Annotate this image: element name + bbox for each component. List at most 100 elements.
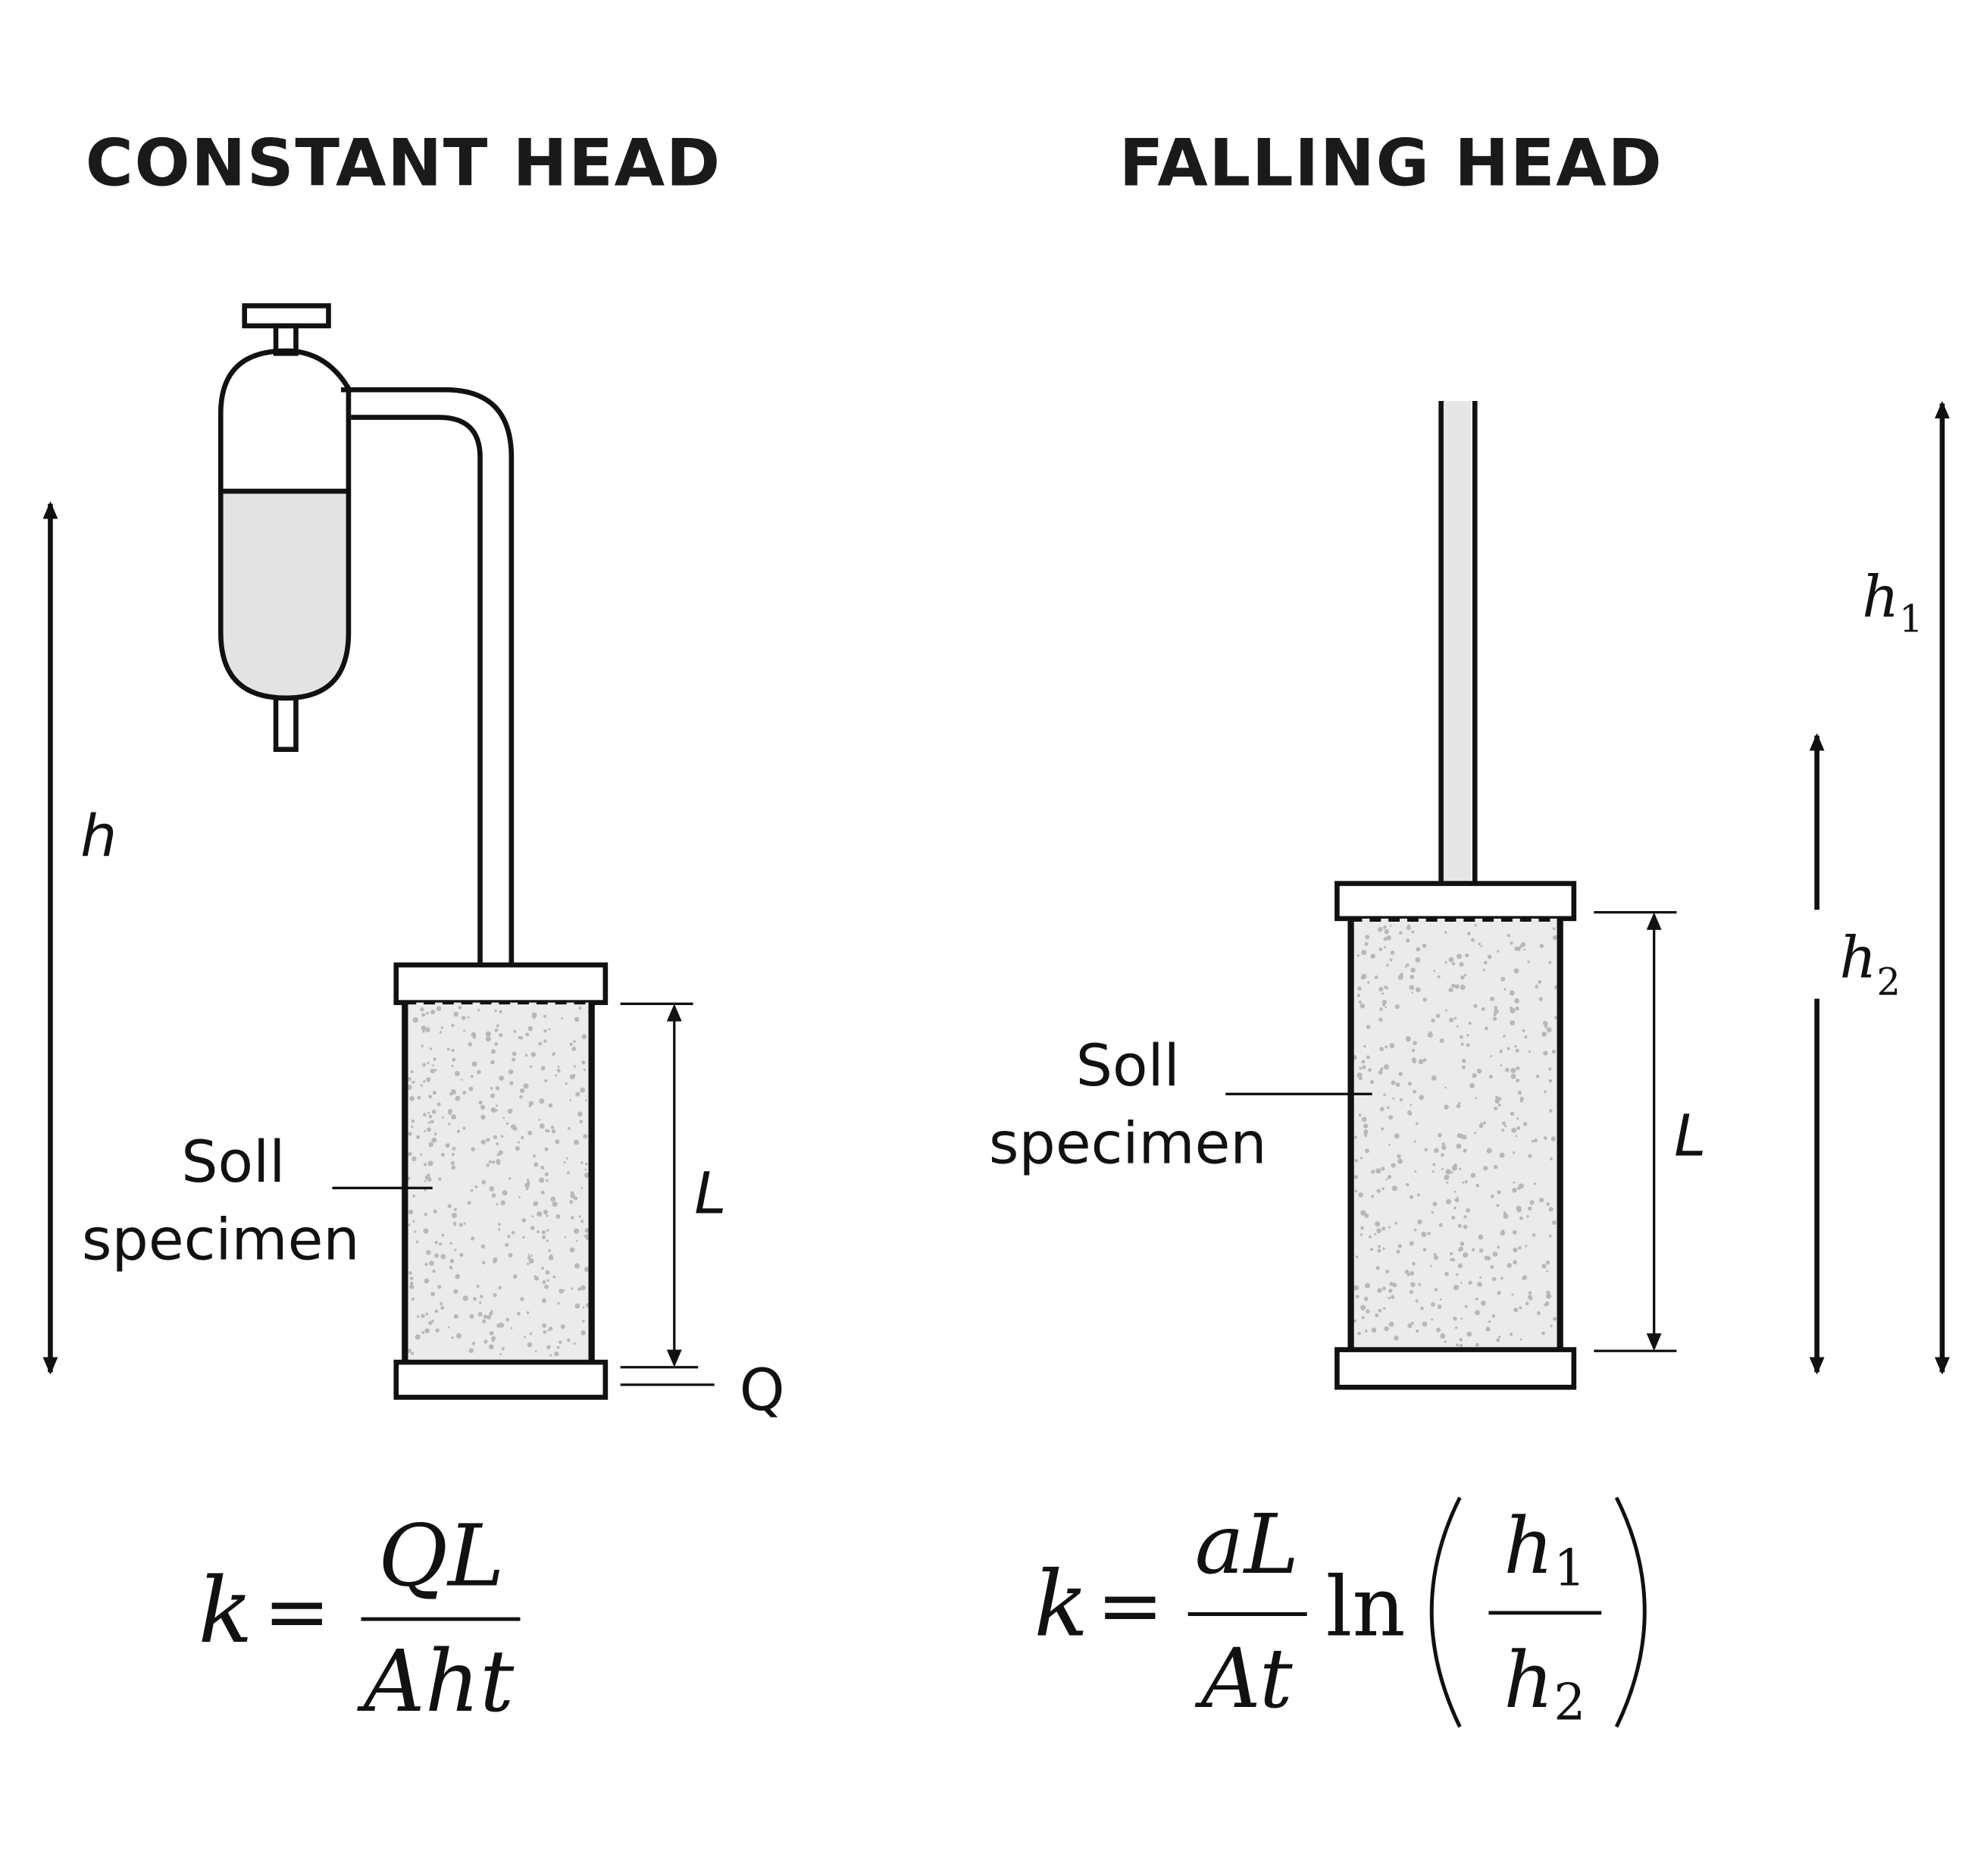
soil-grain xyxy=(517,1311,521,1316)
soil-grain xyxy=(422,1113,427,1117)
soil-grain xyxy=(412,1194,416,1198)
soil-grain xyxy=(1385,1269,1390,1274)
soil-grain xyxy=(421,1026,427,1031)
soil-grain xyxy=(490,1107,496,1113)
soil-grain xyxy=(1490,1194,1494,1198)
soil-grain xyxy=(1432,1170,1435,1173)
soil-grain xyxy=(1388,1226,1391,1229)
soil-grain xyxy=(1437,1304,1442,1309)
soil-grain xyxy=(1361,1117,1367,1122)
soil-grain xyxy=(580,1087,586,1093)
soil-grain xyxy=(1459,1035,1463,1039)
soil-grain xyxy=(420,1007,424,1012)
soil-grain xyxy=(1397,1244,1402,1248)
soil-grain xyxy=(433,1209,437,1214)
soil-grain xyxy=(470,1074,474,1079)
soil-grain xyxy=(1510,1111,1515,1116)
soil-grain xyxy=(1371,1170,1375,1174)
soil-grain xyxy=(1385,1178,1388,1181)
soil-grain xyxy=(534,1350,537,1352)
soil-grain xyxy=(511,1231,515,1235)
soil-grain xyxy=(1478,1248,1484,1253)
soil-grain xyxy=(1451,962,1456,966)
soil-grain xyxy=(525,1032,530,1037)
soil-grain xyxy=(1543,1051,1548,1056)
soil-label-line2: specimen xyxy=(989,1109,1267,1176)
soil-grain xyxy=(432,1064,435,1066)
soil-grain xyxy=(1522,1029,1525,1032)
soil-grain xyxy=(574,1263,580,1269)
soil-grain xyxy=(489,1344,494,1350)
soil-grain xyxy=(1441,1142,1445,1146)
soil-grain xyxy=(531,1215,534,1218)
soil-grain xyxy=(410,1070,414,1073)
soil-grain xyxy=(566,1171,570,1175)
soil-grain xyxy=(423,1080,426,1083)
soil-grain xyxy=(1491,1276,1497,1282)
soil-grain xyxy=(1440,1333,1446,1339)
soil-grain xyxy=(453,1011,458,1017)
soil-grain xyxy=(1384,985,1388,989)
soil-grain xyxy=(1514,946,1519,951)
soil-grain xyxy=(1362,1065,1366,1070)
soil-grain xyxy=(510,1108,513,1112)
soil-grain xyxy=(428,1114,433,1119)
soil-grain xyxy=(448,1123,451,1126)
soil-grain xyxy=(451,1165,456,1170)
soil-grain xyxy=(1545,1293,1552,1299)
soil-grain xyxy=(424,1262,428,1266)
soil-grain xyxy=(1511,1293,1514,1296)
soil-grain xyxy=(1550,1136,1556,1142)
soil-grain xyxy=(491,1160,496,1164)
soil-grain xyxy=(544,1079,548,1083)
soil-grain xyxy=(1416,1329,1419,1333)
soil-grain xyxy=(518,1141,521,1144)
soil-grain xyxy=(456,1129,461,1133)
soil-grain xyxy=(1497,1190,1501,1195)
soil-grain xyxy=(1446,1181,1449,1184)
soil-grain xyxy=(1456,1025,1459,1028)
soil-grain xyxy=(1543,1136,1547,1140)
soil-grain xyxy=(1500,1276,1503,1280)
soil-grain xyxy=(1519,1096,1525,1101)
soil-grain xyxy=(458,1223,463,1227)
soil-grain xyxy=(525,1188,529,1191)
soil-grain xyxy=(546,1214,549,1217)
soil-grain xyxy=(1475,1298,1478,1301)
soil-texture xyxy=(1352,923,1559,1348)
soil-grain xyxy=(581,1060,586,1065)
soil-grain xyxy=(1496,1204,1500,1207)
formula-constant-head: k = QL Aht xyxy=(199,1506,521,1731)
soil-grain xyxy=(482,1261,486,1265)
soil-grain xyxy=(1370,1248,1374,1251)
soil-grain xyxy=(497,1228,501,1231)
soil-grain xyxy=(1356,954,1360,957)
length-label: L xyxy=(1674,1101,1706,1169)
soil-grain xyxy=(546,1229,549,1232)
soil-grain xyxy=(582,1306,585,1309)
soil-grain xyxy=(1378,1070,1383,1075)
formula-denominator: Aht xyxy=(357,1632,515,1731)
soil-grain xyxy=(1552,935,1558,941)
soil-grain xyxy=(1375,1313,1379,1317)
soil-grain xyxy=(496,1109,499,1112)
soil-grain xyxy=(539,1177,545,1183)
formula-inner-denominator: h2 xyxy=(1503,1636,1585,1732)
soil-grain xyxy=(493,1135,498,1139)
soil-grain xyxy=(1444,1271,1449,1276)
soil-grain xyxy=(1427,1232,1432,1236)
soil-grain xyxy=(417,1095,421,1100)
soil-grain xyxy=(1507,1263,1512,1268)
soil-grain xyxy=(1381,1127,1385,1131)
soil-grain xyxy=(1397,1154,1401,1159)
soil-grain xyxy=(513,1029,517,1033)
soil-grain xyxy=(1475,1183,1479,1188)
soil-grain xyxy=(1375,1266,1380,1270)
soil-grain xyxy=(1462,1058,1466,1063)
soil-grain xyxy=(1378,1308,1382,1313)
length-label: L xyxy=(694,1159,726,1226)
soil-grain xyxy=(518,1195,521,1198)
soil-grain xyxy=(461,1016,466,1020)
soil-grain xyxy=(424,1179,427,1182)
soil-grain xyxy=(408,1223,411,1226)
